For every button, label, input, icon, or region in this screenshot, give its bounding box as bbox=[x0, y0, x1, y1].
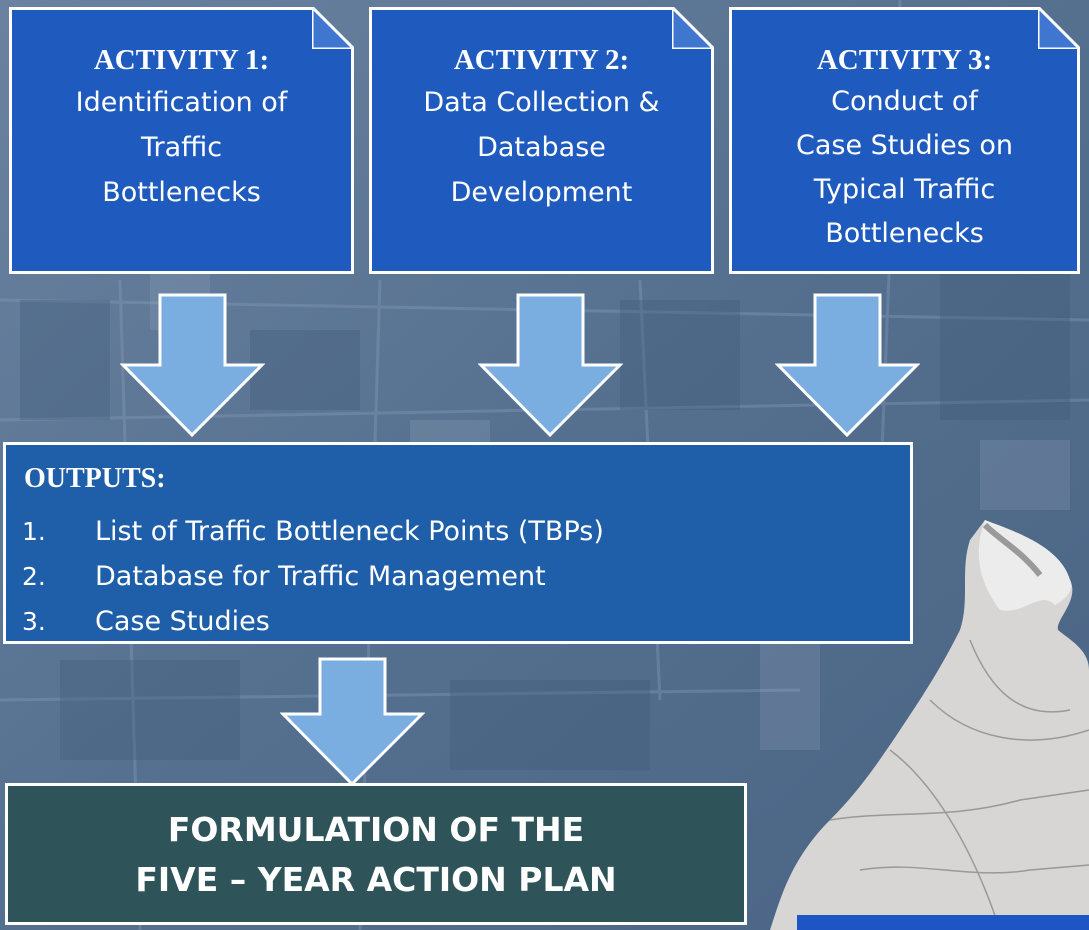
list-item-number: 2. bbox=[22, 562, 46, 591]
outputs-heading: OUTPUTS: bbox=[24, 463, 166, 494]
list-item-number: 1. bbox=[22, 517, 46, 546]
activity-1-description: Identification of Traffic Bottlenecks bbox=[75, 87, 288, 208]
activity-2-folded-corner bbox=[672, 7, 714, 49]
activity-3-description: Conduct of Case Studies on Typical Traff… bbox=[795, 86, 1014, 249]
list-item-text: Case Studies bbox=[95, 606, 270, 637]
activity-2-description: Data Collection & Database Development bbox=[423, 87, 660, 208]
list-item-text: List of Traffic Bottleneck Points (TBPs) bbox=[95, 516, 604, 547]
final-output-box: FORMULATION OF THE FIVE – YEAR ACTION PL… bbox=[5, 783, 747, 925]
final-title-line-1: FORMULATION OF THE bbox=[167, 810, 585, 849]
final-title-line-2: FIVE – YEAR ACTION PLAN bbox=[135, 860, 617, 899]
activity-2-title: ACTIVITY 2: bbox=[453, 44, 630, 76]
activity-1-folded-corner bbox=[312, 7, 354, 49]
list-item: 3. Case Studies bbox=[22, 599, 604, 644]
down-arrow-icon bbox=[280, 657, 425, 787]
list-item: 1. List of Traffic Bottleneck Points (TBP… bbox=[22, 509, 604, 554]
activity-3-title: ACTIVITY 3: bbox=[816, 44, 993, 76]
down-arrow-icon bbox=[478, 293, 623, 438]
list-item-text: Database for Traffic Management bbox=[95, 561, 546, 592]
corner-accent-bar bbox=[797, 915, 1089, 930]
list-item: 2. Database for Traffic Management bbox=[22, 554, 604, 599]
down-arrow-icon bbox=[120, 293, 265, 438]
activity-1-box: ACTIVITY 1: Identification of Traffic Bo… bbox=[9, 7, 354, 274]
activity-3-box: ACTIVITY 3: Conduct of Case Studies on T… bbox=[729, 7, 1080, 274]
activity-2-box: ACTIVITY 2: Data Collection & Database D… bbox=[369, 7, 714, 274]
activity-1-title: ACTIVITY 1: bbox=[93, 44, 270, 76]
map-illustration bbox=[770, 520, 1089, 930]
down-arrow-icon bbox=[775, 293, 920, 438]
outputs-box: OUTPUTS: 1. List of Traffic Bottleneck Po… bbox=[3, 442, 913, 644]
list-item-number: 3. bbox=[22, 607, 46, 636]
activity-3-folded-corner bbox=[1038, 7, 1080, 49]
outputs-list: 1. List of Traffic Bottleneck Points (TBP… bbox=[22, 509, 604, 644]
